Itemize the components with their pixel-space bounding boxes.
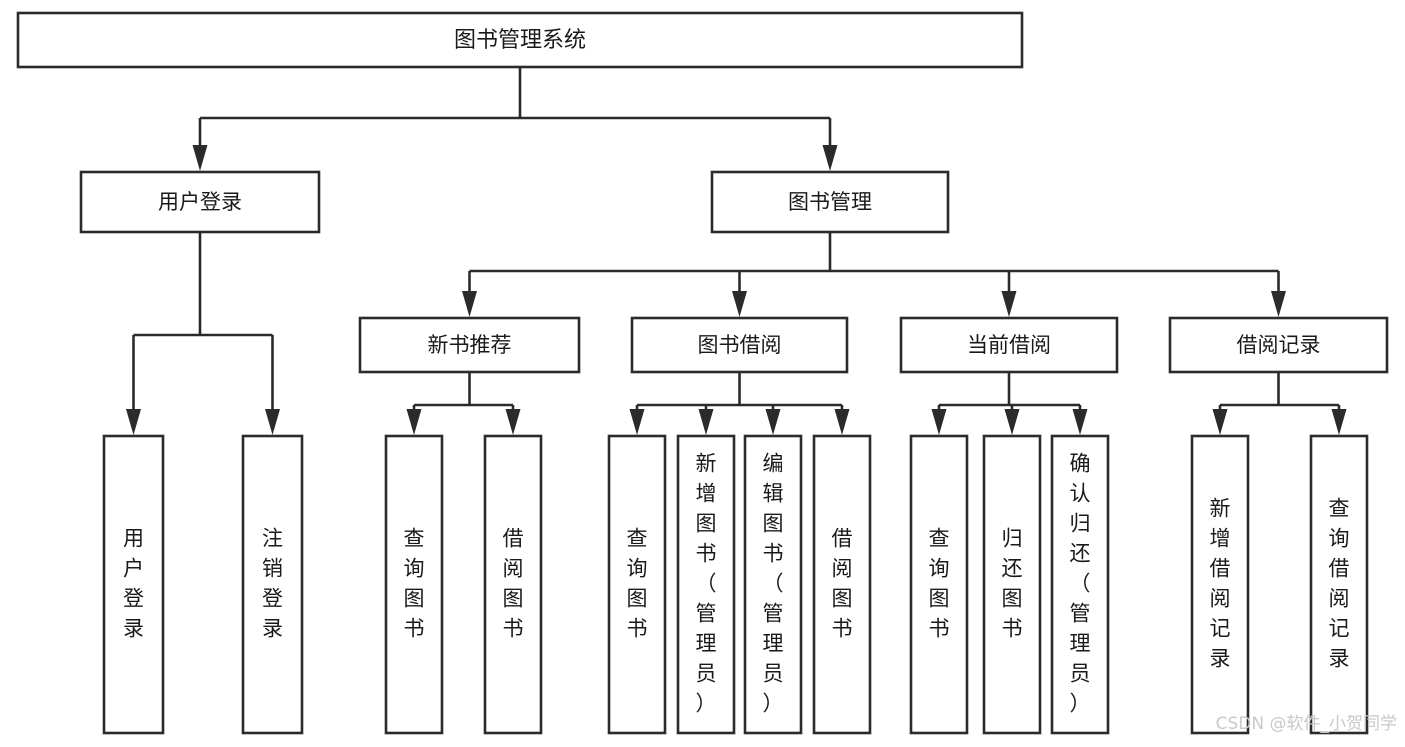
node-label: 图书管理系统: [454, 28, 586, 53]
connector-group-n_borrow: [629, 372, 850, 435]
node-l_query_book_3[interactable]: 查询图书: [909, 434, 969, 735]
node-l_user_login[interactable]: 用户登录: [102, 434, 165, 735]
node-label: 借阅图书: [832, 527, 853, 641]
node-n_borrow[interactable]: 图书借阅: [630, 316, 849, 374]
node-label: 新书推荐: [428, 333, 512, 357]
connector-group-root: [192, 67, 838, 171]
connector-group-n_new_rec: [406, 372, 521, 435]
node-n_new_rec[interactable]: 新书推荐: [358, 316, 581, 374]
connector-layer: [126, 67, 1347, 435]
node-n_book_manage[interactable]: 图书管理: [710, 170, 950, 234]
node-label: 查询借阅记录: [1329, 497, 1350, 671]
node-label: 借阅记录: [1237, 333, 1321, 357]
node-l_confirm_return[interactable]: 确认归还（管理员）: [1050, 434, 1110, 735]
node-l_query_book_1[interactable]: 查询图书: [384, 434, 444, 735]
connector-group-n_record: [1212, 372, 1347, 435]
node-label: 当前借阅: [967, 333, 1051, 357]
node-layer: 图书管理系统用户登录图书管理新书推荐图书借阅当前借阅借阅记录用户登录注销登录查询…: [16, 11, 1389, 735]
node-label: 查询图书: [404, 527, 425, 641]
node-root[interactable]: 图书管理系统: [16, 11, 1024, 69]
node-l_borrow_book_1[interactable]: 借阅图书: [483, 434, 543, 735]
node-l_edit_book[interactable]: 编辑图书（管理员）: [743, 434, 803, 735]
node-l_return_book[interactable]: 归还图书: [982, 434, 1042, 735]
node-label: 新增借阅记录: [1210, 497, 1231, 671]
connector-group-n_book_manage: [462, 232, 1286, 317]
node-label: 查询图书: [929, 527, 950, 641]
node-label: 编辑图书（管理员）: [763, 452, 784, 716]
node-label: 归还图书: [1002, 527, 1023, 641]
watermark-label: CSDN @软件_小贺同学: [1216, 714, 1397, 734]
node-n_user_login[interactable]: 用户登录: [79, 170, 321, 234]
node-label: 确认归还（管理员）: [1070, 452, 1091, 716]
node-label: 图书管理: [788, 190, 872, 214]
connector-group-n_current: [931, 372, 1088, 435]
node-l_add_record[interactable]: 新增借阅记录: [1190, 434, 1250, 735]
node-label: 用户登录: [123, 527, 144, 641]
node-label: 查询图书: [627, 527, 648, 641]
node-label: 借阅图书: [503, 527, 524, 641]
node-l_add_book[interactable]: 新增图书（管理员）: [676, 434, 736, 735]
node-l_query_book_2[interactable]: 查询图书: [607, 434, 667, 735]
connector-group-n_user_login: [126, 232, 280, 435]
node-l_logout[interactable]: 注销登录: [241, 434, 304, 735]
node-label: 用户登录: [158, 190, 242, 214]
node-label: 新增图书（管理员）: [696, 452, 717, 716]
node-label: 图书借阅: [698, 333, 782, 357]
node-n_record[interactable]: 借阅记录: [1168, 316, 1389, 374]
node-label: 注销登录: [262, 527, 283, 641]
node-n_current[interactable]: 当前借阅: [899, 316, 1119, 374]
node-l_borrow_book_2[interactable]: 借阅图书: [812, 434, 872, 735]
node-l_query_record[interactable]: 查询借阅记录: [1309, 434, 1369, 735]
